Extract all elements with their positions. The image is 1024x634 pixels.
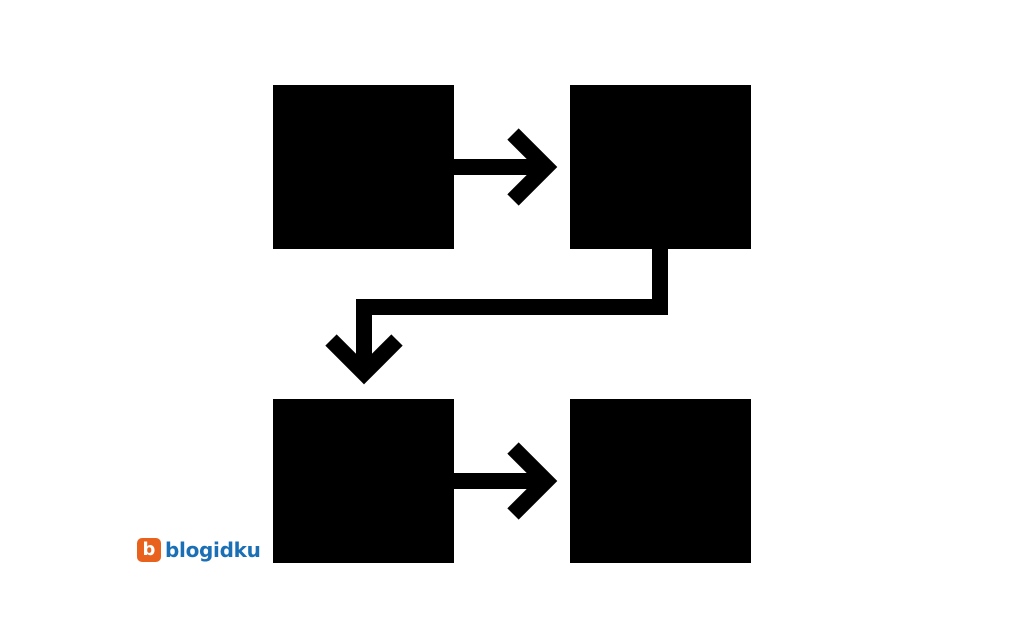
brand-badge-letter: b [142,539,156,560]
brand-name: blogidku [165,538,261,562]
box-bottom-right [570,399,751,563]
box-top-right [570,85,751,249]
arrow-bottom [453,442,558,520]
arrow-top [453,128,558,206]
brand-logo: b blogidku [137,537,261,563]
box-top-left [273,85,454,249]
arrow-connector [325,248,668,385]
box-bottom-left [273,399,454,563]
brand-badge-icon: b [137,538,161,562]
